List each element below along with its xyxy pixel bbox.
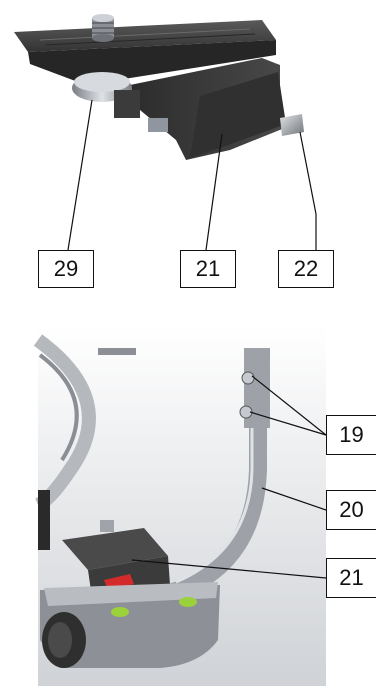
base-screw xyxy=(100,520,114,532)
clamp-plate-top xyxy=(14,20,276,52)
leader-20 xyxy=(261,487,327,511)
rod xyxy=(98,348,136,355)
callout-22: 22 xyxy=(278,250,334,288)
leader-29 xyxy=(67,99,93,251)
leader-21-top xyxy=(205,133,223,251)
clamp-body-face xyxy=(190,72,286,158)
level-vial-1 xyxy=(111,607,129,617)
screw-19-upper xyxy=(241,371,255,385)
callout-21-top: 21 xyxy=(180,250,236,288)
clamp-plate-groove xyxy=(44,33,256,46)
callout-19: 19 xyxy=(326,415,376,455)
adjust-knob-cap xyxy=(48,622,72,658)
base-body-top xyxy=(44,582,218,606)
bottom-rail-illustration xyxy=(33,325,326,686)
leader-22 xyxy=(299,131,317,215)
clamp-plate-groove xyxy=(39,28,251,41)
base-clamp-plate xyxy=(62,528,168,570)
left-clamp xyxy=(38,490,50,550)
callout-21-bottom: 21 xyxy=(326,558,376,598)
callout-20: 20 xyxy=(326,490,376,530)
leader-21-bottom xyxy=(131,559,327,579)
locking-lever xyxy=(280,114,304,136)
level-vial-2 xyxy=(179,597,197,607)
mounting-screw xyxy=(92,14,114,42)
curved-arm-highlight xyxy=(175,360,254,584)
leader-19b xyxy=(249,411,327,436)
release-knob xyxy=(72,72,168,132)
leader-19a xyxy=(251,375,327,436)
callout-29: 29 xyxy=(38,250,94,288)
left-ring-inner xyxy=(38,353,79,462)
